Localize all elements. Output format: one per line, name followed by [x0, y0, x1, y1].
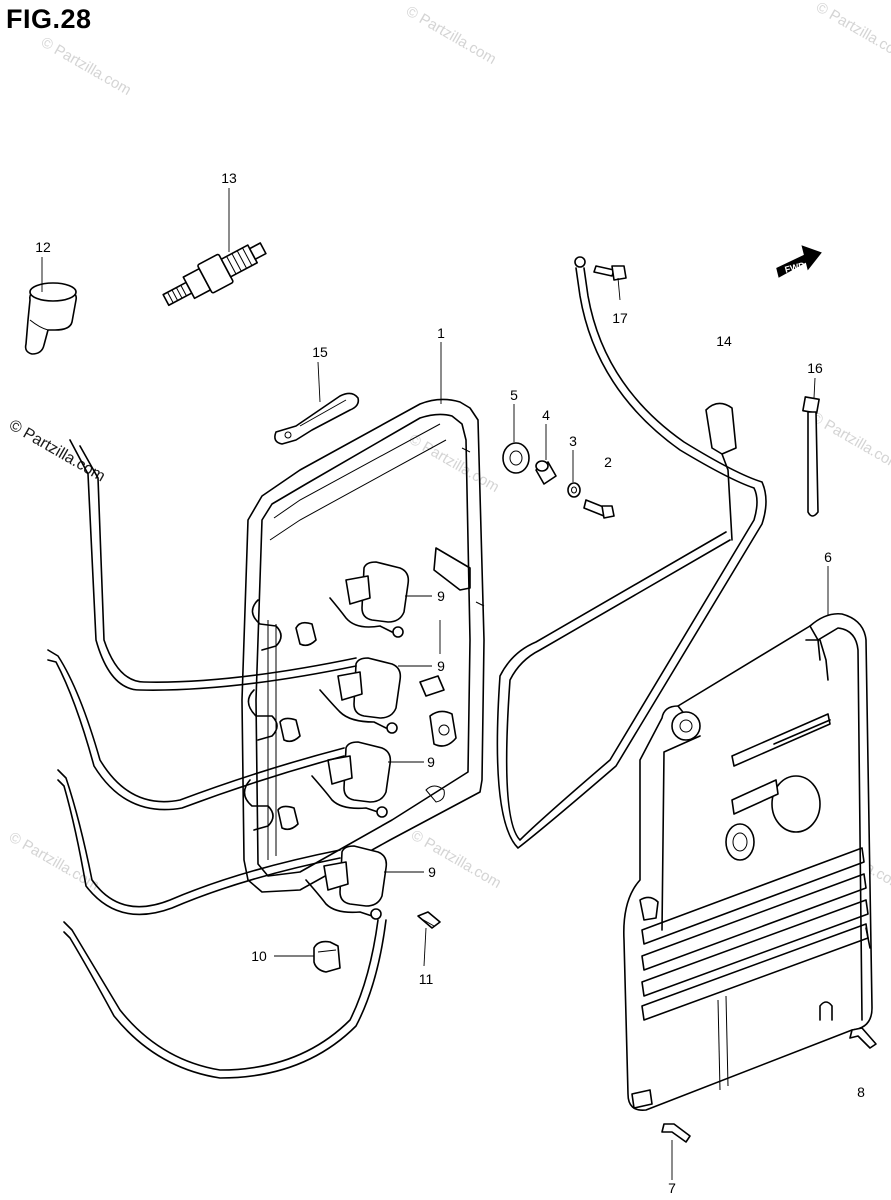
screw-part — [417, 911, 441, 929]
high-tension-cord-part — [57, 769, 341, 916]
callout-16: 16 — [807, 360, 823, 376]
callout-11: 11 — [419, 971, 434, 987]
callout-5: 5 — [510, 387, 518, 403]
callout-14: 14 — [716, 333, 732, 349]
fwd-label: FWD — [784, 260, 807, 275]
callout-13: 13 — [221, 170, 237, 186]
callout-9-first: 9 — [437, 588, 445, 604]
callout-2: 2 — [604, 454, 612, 470]
callout-7: 7 — [668, 1180, 676, 1196]
ground-cable-part — [496, 256, 767, 849]
coil-cover-part — [623, 612, 873, 1111]
ignition-coil-part — [311, 741, 392, 818]
watermark-text: © Partzilla.com — [808, 409, 891, 474]
clamp-part — [313, 940, 341, 973]
callout-10: 10 — [251, 948, 267, 964]
callout-9-third: 9 — [427, 754, 435, 770]
watermark-text: © Partzilla.com — [6, 417, 108, 486]
callout-12: 12 — [35, 239, 51, 255]
callout-9-fourth: 9 — [428, 864, 436, 880]
callout-8: 8 — [857, 1084, 865, 1100]
callout-4: 4 — [542, 407, 550, 423]
bracket-plate-part — [274, 392, 360, 445]
watermark-text: © Partzilla.com — [813, 0, 891, 64]
high-tension-cord-part — [63, 919, 387, 1079]
plug-cap-part — [24, 282, 78, 355]
ignition-coil-part — [319, 657, 402, 734]
high-tension-cord-part — [47, 649, 345, 811]
callout-15: 15 — [312, 344, 328, 360]
bolt-part — [593, 265, 627, 281]
figure-title: FIG.28 — [6, 4, 92, 34]
coil-mounting-frame-part — [241, 398, 485, 893]
grommet-part — [502, 442, 530, 474]
watermark-text: © Partzilla.com — [38, 34, 134, 99]
washer-part — [567, 482, 581, 498]
ignition-coil-part — [329, 561, 410, 638]
screw-part — [849, 1027, 877, 1049]
bolt-part — [583, 499, 615, 519]
callout-17: 17 — [612, 310, 628, 326]
screw-part — [661, 1123, 691, 1143]
callout-labels: 1 2 3 4 5 6 7 8 9 9 9 9 10 11 12 13 14 1… — [35, 170, 865, 1196]
spacer-part — [535, 460, 557, 485]
ignition-coil-part — [305, 845, 388, 920]
watermark-text: © Partzilla.com — [408, 827, 504, 892]
high-tension-cord-part — [69, 439, 357, 691]
callout-1: 1 — [437, 325, 445, 341]
spark-plug-part — [162, 242, 267, 307]
cable-tie-part — [802, 396, 820, 517]
callout-6: 6 — [824, 549, 832, 565]
watermark-text: © Partzilla.com — [406, 431, 502, 496]
fwd-arrow-icon: FWD — [776, 245, 822, 278]
callout-3: 3 — [569, 433, 577, 449]
leader-lines — [41, 188, 829, 1180]
callout-9-second: 9 — [437, 658, 445, 674]
watermark-text: © Partzilla.com — [403, 3, 499, 68]
